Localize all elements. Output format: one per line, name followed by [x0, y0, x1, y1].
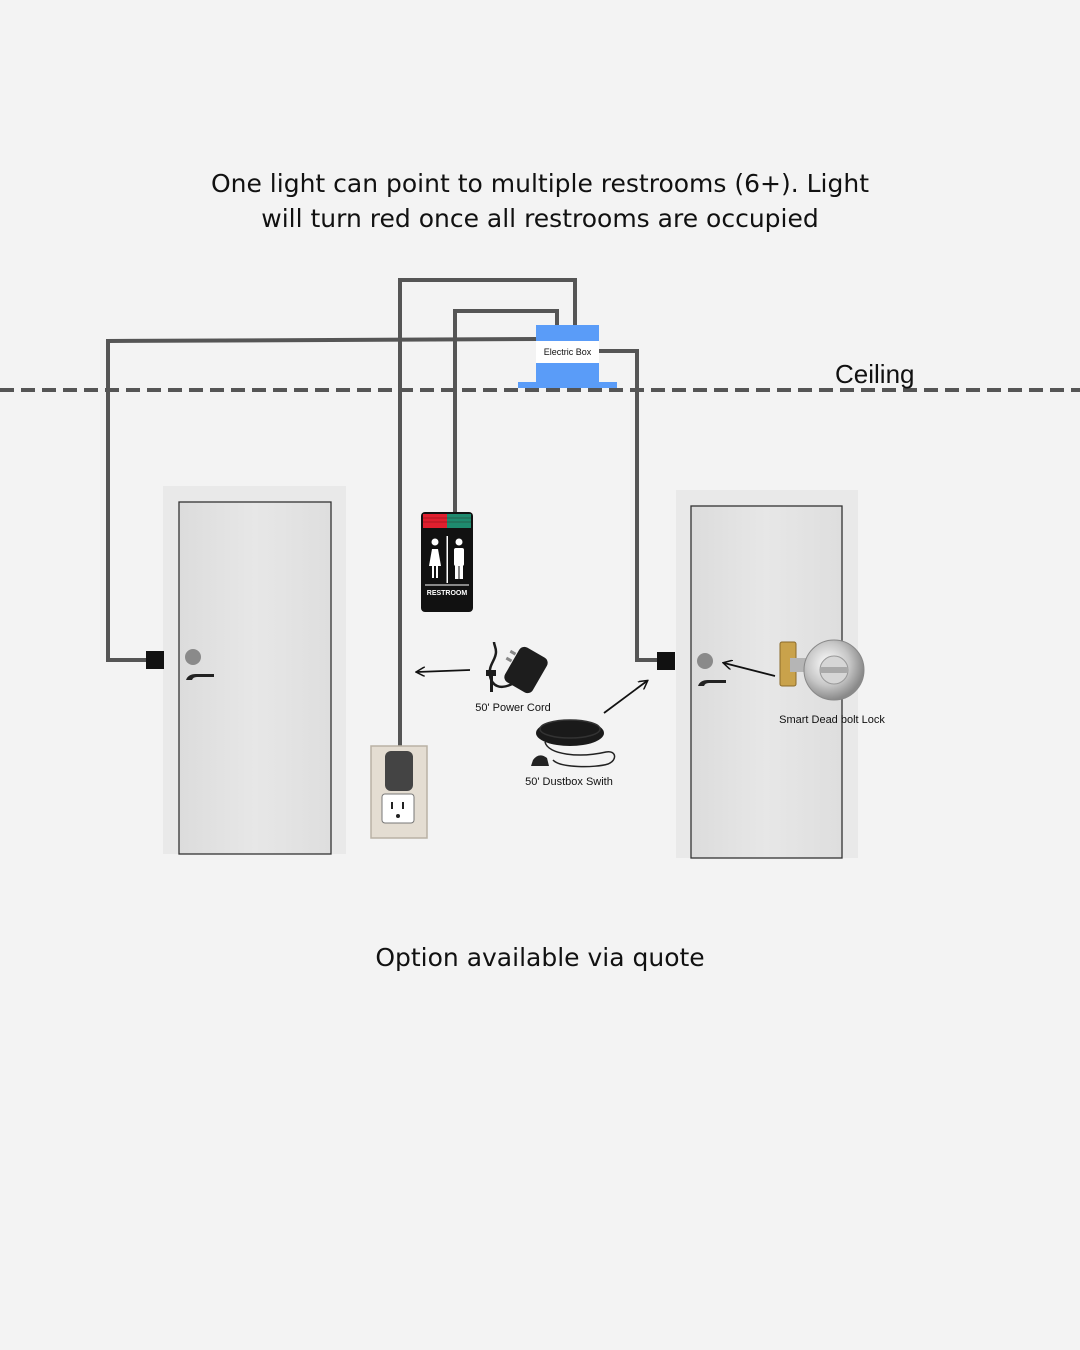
- power-adapter-icon: [486, 641, 548, 694]
- restroom-sign-label: RESTROOM: [427, 590, 468, 597]
- footer-note: Option available via quote: [375, 943, 705, 972]
- left-door-lock-icon: [185, 649, 201, 665]
- headline: One light can point to multiple restroom…: [140, 166, 940, 236]
- left-door-wire: [106, 337, 538, 662]
- right-door-sensor: [657, 652, 675, 670]
- electric-box-label: Electric Box: [544, 347, 592, 357]
- sign-wire: [453, 309, 559, 515]
- power-cord-label: 50' Power Cord: [475, 702, 550, 714]
- left-door-sensor: [146, 651, 164, 669]
- deadbolt-lock-arrow: [724, 663, 776, 677]
- right-door-lock-icon: [697, 653, 713, 669]
- left-door-handle-icon: [186, 674, 214, 680]
- wires: [106, 278, 658, 752]
- ceiling-label: Ceiling: [835, 359, 915, 389]
- headline-line-1: One light can point to multiple restroom…: [210, 169, 870, 198]
- right-door-wire: [599, 349, 658, 662]
- right-door-handle-icon: [698, 680, 726, 686]
- dustbox-switch-arrow: [603, 681, 647, 714]
- green-led-icon: [447, 514, 471, 528]
- restroom-sign: RESTROOM: [421, 512, 473, 612]
- power-wire: [398, 278, 577, 752]
- power-adapter-plugged: [385, 751, 413, 791]
- left-door: [146, 486, 346, 855]
- restroom-figures-icon: [429, 536, 464, 583]
- electric-box: Electric Box: [518, 325, 617, 388]
- deadbolt-lock-label: Smart Dead bolt Lock: [779, 714, 885, 726]
- red-led-icon: [423, 514, 447, 528]
- deadbolt-lock-icon: [779, 639, 865, 701]
- power-cord-arrow: [417, 670, 471, 672]
- dustbox-switch-label: 50' Dustbox Swith: [525, 776, 613, 788]
- headline-line-2: will turn red once all restrooms are occ…: [261, 204, 819, 233]
- wall-outlet: [370, 745, 428, 839]
- dustbox-switch-icon: [531, 719, 616, 768]
